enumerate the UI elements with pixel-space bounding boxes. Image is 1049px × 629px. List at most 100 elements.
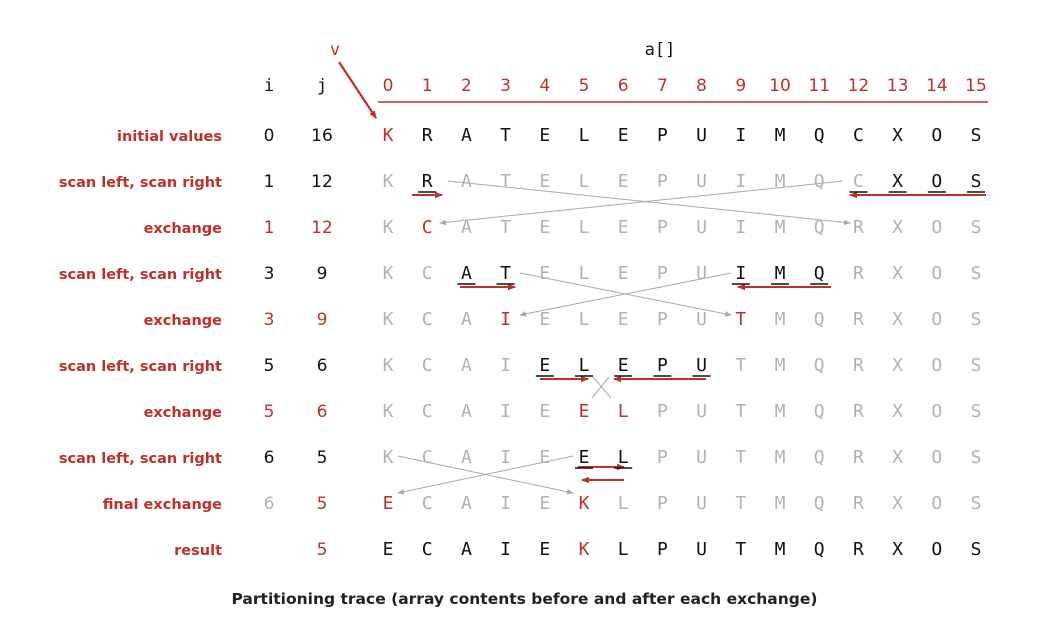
j-value: 9 <box>317 264 328 284</box>
index-label: 5 <box>579 76 590 96</box>
exchange-line-i <box>519 272 732 317</box>
array-cell: K <box>383 263 394 284</box>
array-cell: S <box>971 171 982 192</box>
array-cell: O <box>931 125 942 146</box>
array-cell: A <box>461 309 472 330</box>
array-cell: T <box>500 171 511 192</box>
array-cell: A <box>461 263 472 284</box>
array-cell: I <box>500 539 511 560</box>
exchange-line-c <box>439 180 844 226</box>
i-value: 5 <box>264 402 275 422</box>
array-cell: O <box>931 263 942 284</box>
array-cell: O <box>931 217 942 238</box>
j-value: 16 <box>311 126 333 146</box>
array-cell: E <box>539 263 550 284</box>
array-cell: I <box>735 263 746 284</box>
array-cell: Q <box>814 539 825 560</box>
array-cell: A <box>461 125 472 146</box>
row-label: final exchange <box>103 497 222 513</box>
array-cell: A <box>461 401 472 422</box>
index-label: 7 <box>657 76 668 96</box>
array-cell: E <box>539 309 550 330</box>
array-cell: A <box>461 447 472 468</box>
array-cell: E <box>579 401 590 422</box>
scan-arrows <box>412 191 986 484</box>
array-cell: X <box>892 125 903 146</box>
array-cell: A <box>461 217 472 238</box>
array-cell: S <box>971 355 982 376</box>
array-cell: K <box>383 309 394 330</box>
j-value: 9 <box>317 310 328 330</box>
j-value: 5 <box>317 494 328 514</box>
array-cell: A <box>461 355 472 376</box>
array-cell: P <box>657 263 668 284</box>
array-cell: M <box>775 493 786 514</box>
array-cell: M <box>775 217 786 238</box>
array-cell: C <box>422 309 433 330</box>
array-cell: C <box>422 217 433 238</box>
array-cell: T <box>735 401 746 422</box>
i-value: 5 <box>264 356 275 376</box>
array-cell: I <box>500 355 511 376</box>
array-cell: E <box>618 355 629 376</box>
array-cell: U <box>696 355 707 376</box>
array-cell: E <box>579 447 590 468</box>
i-value: 0 <box>264 126 275 146</box>
array-cell: M <box>775 539 786 560</box>
array-cell: R <box>853 539 864 560</box>
array-cell: O <box>931 355 942 376</box>
row-label: scan left, scan right <box>59 267 222 283</box>
array-cell: M <box>775 401 786 422</box>
index-label: 8 <box>696 76 707 96</box>
array-cell: O <box>931 447 942 468</box>
row-label: exchange <box>144 313 223 329</box>
array-cell: C <box>422 401 433 422</box>
array-cell: L <box>579 171 590 192</box>
row-label: exchange <box>144 221 223 237</box>
array-cell: K <box>383 217 394 238</box>
array-cell: U <box>696 125 707 146</box>
i-value: 3 <box>264 310 275 330</box>
i-value: 1 <box>264 172 275 192</box>
row-label: result <box>174 543 222 559</box>
array-cell: O <box>931 401 942 422</box>
row-label: scan left, scan right <box>59 175 222 191</box>
array-cell: P <box>657 355 668 376</box>
array-cell: K <box>579 539 590 560</box>
exchange-line-e-final <box>397 455 574 495</box>
i-value: 1 <box>264 218 275 238</box>
array-cell: R <box>422 171 433 192</box>
i-value: 6 <box>264 494 275 514</box>
array-cell: E <box>539 217 550 238</box>
array-cell: P <box>657 125 668 146</box>
array-cell: R <box>853 217 864 238</box>
array-cell: E <box>618 263 629 284</box>
array-cell: E <box>618 171 629 192</box>
array-cell: M <box>775 263 786 284</box>
array-cell: C <box>422 539 433 560</box>
array-cell: K <box>383 401 394 422</box>
array-cell: T <box>735 493 746 514</box>
array-cell: I <box>735 171 746 192</box>
index-label: 2 <box>461 76 472 96</box>
index-label: 12 <box>848 76 870 96</box>
v-pointer-arrow <box>338 61 377 119</box>
index-label: 0 <box>383 76 394 96</box>
array-cell: A <box>461 493 472 514</box>
array-cell: U <box>696 171 707 192</box>
array-cell: I <box>735 125 746 146</box>
array-cell: R <box>853 355 864 376</box>
array-cell: E <box>539 355 550 376</box>
array-cell: O <box>931 493 942 514</box>
array-cell: R <box>853 447 864 468</box>
array-cell: U <box>696 263 707 284</box>
row-label: initial values <box>117 129 222 145</box>
array-cell: T <box>735 355 746 376</box>
array-cell: P <box>657 401 668 422</box>
array-cell: L <box>579 125 590 146</box>
v-label: v <box>330 40 340 60</box>
